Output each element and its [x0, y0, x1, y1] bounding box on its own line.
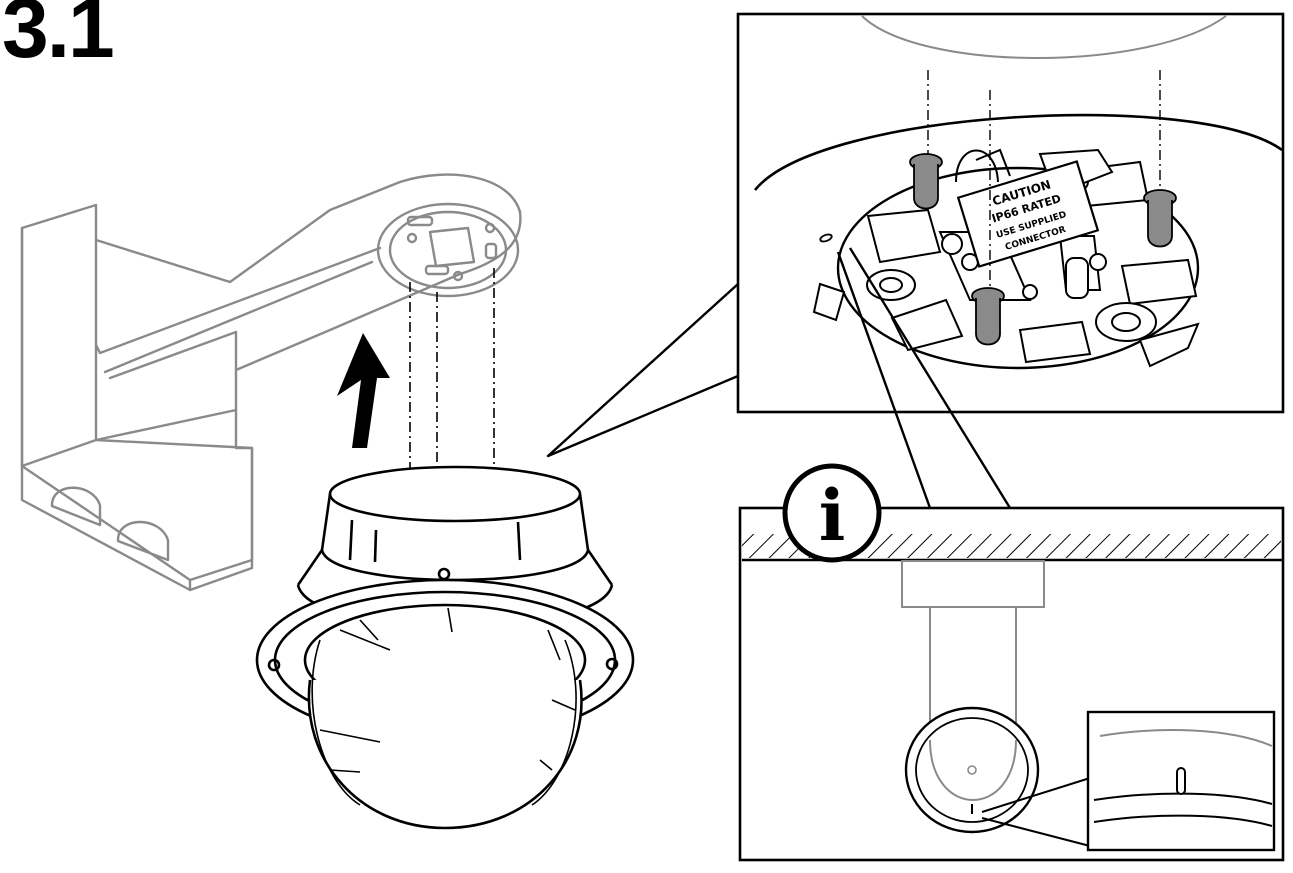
detail-panel-top: CAUTION IP66 RATED USE SUPPLIED CONNECTO…	[736, 12, 1285, 414]
alignment-guides	[409, 268, 495, 468]
info-icon: i	[782, 463, 882, 563]
screw-front	[971, 287, 1005, 346]
alignment-mark	[1176, 767, 1186, 795]
up-arrow-icon	[337, 333, 390, 448]
screw-right	[1143, 189, 1177, 248]
callout-pointer-top	[546, 283, 739, 458]
wall-bracket	[20, 173, 522, 592]
info-symbol: i	[819, 474, 846, 557]
dome-camera	[255, 465, 635, 830]
screw-left	[909, 153, 943, 210]
detail-panel-bottom	[738, 506, 1285, 862]
callout-pointer-bottom	[836, 247, 1012, 509]
step-number: 3.1	[2, 0, 115, 75]
